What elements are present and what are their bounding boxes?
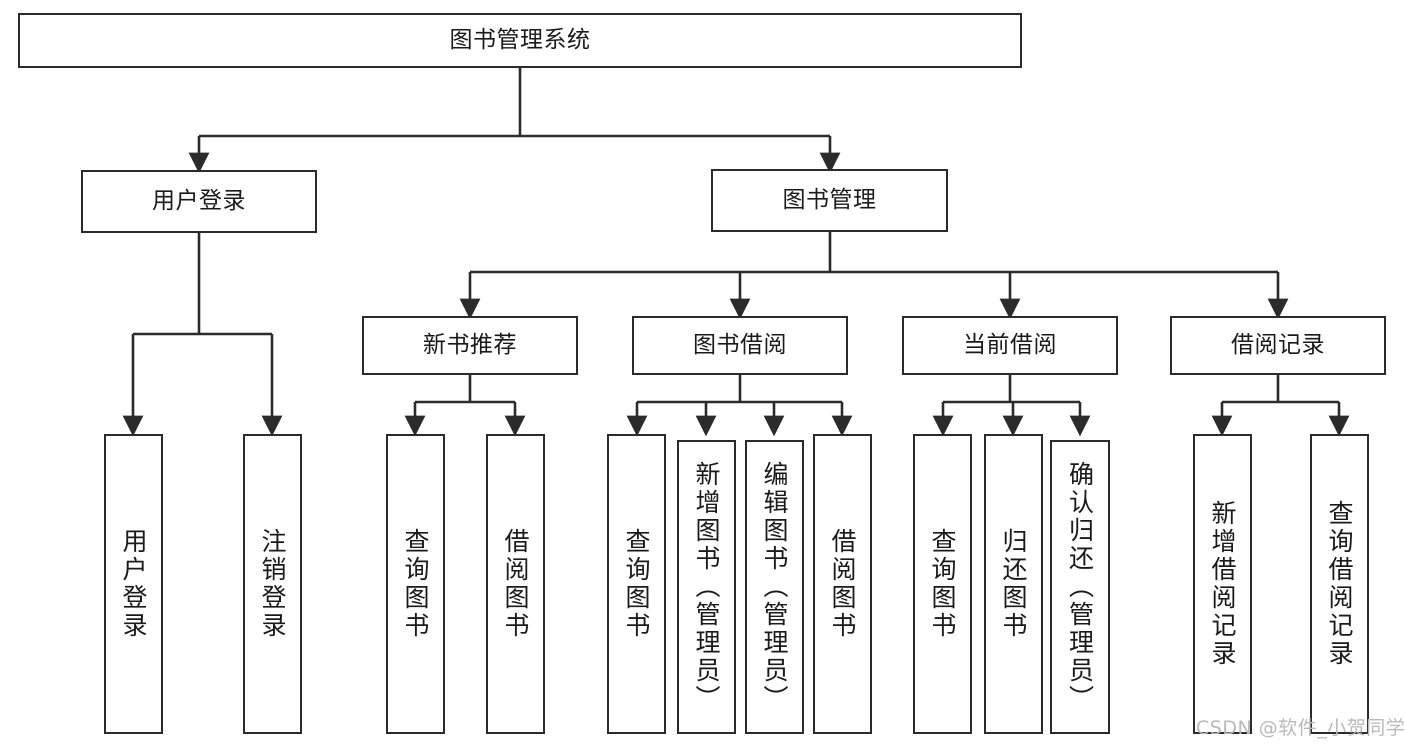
leaf-book-borrow-add-book-admin[interactable]: 新增图书（管理员） [677,440,736,734]
node-label: 查询图书 [622,528,651,640]
node-book-management[interactable]: 图书管理 [711,169,948,232]
node-label: 编辑图书（管理员） [760,461,789,713]
leaf-new-book-borrow-book[interactable]: 借阅图书 [486,434,545,734]
node-borrow-record[interactable]: 借阅记录 [1170,316,1386,375]
leaf-new-book-query-book[interactable]: 查询图书 [386,434,445,734]
csdn-watermark: CSDN @软件_小贺同学 [1196,713,1405,740]
watermark-text: CSDN @软件_小贺同学 [1196,717,1405,739]
node-label: 当前借阅 [963,332,1057,359]
leaf-current-borrow-return-book[interactable]: 归还图书 [984,434,1043,734]
node-label: 借阅记录 [1231,332,1325,359]
node-label: 归还图书 [999,528,1028,640]
node-book-borrow[interactable]: 图书借阅 [632,316,848,375]
node-label: 用户登录 [152,188,246,215]
node-user-login[interactable]: 用户登录 [81,170,317,233]
leaf-current-borrow-query-book[interactable]: 查询图书 [913,434,972,734]
node-label: 查询借阅记录 [1325,500,1354,668]
leaf-book-borrow-borrow-book[interactable]: 借阅图书 [813,434,872,734]
node-label: 用户登录 [119,528,148,640]
leaf-borrow-record-add-record[interactable]: 新增借阅记录 [1193,434,1252,734]
node-label: 确认归还（管理员） [1065,461,1095,713]
node-new-book-recommend[interactable]: 新书推荐 [362,316,578,375]
leaf-current-borrow-confirm-return-admin[interactable]: 确认归还（管理员） [1050,440,1110,734]
node-label: 借阅图书 [828,528,857,640]
node-label: 查询图书 [401,528,430,640]
leaf-book-borrow-edit-book-admin[interactable]: 编辑图书（管理员） [745,440,804,734]
node-label: 新书推荐 [423,332,517,359]
leaf-book-borrow-query-book[interactable]: 查询图书 [607,434,666,734]
node-label: 图书借阅 [693,332,787,359]
node-label: 新增借阅记录 [1208,500,1237,668]
node-current-borrow[interactable]: 当前借阅 [902,316,1118,375]
node-label: 注销登录 [258,528,287,640]
node-label: 查询图书 [928,528,957,640]
leaf-borrow-record-query-record[interactable]: 查询借阅记录 [1310,434,1369,734]
node-label: 图书管理 [782,187,877,214]
node-label: 借阅图书 [501,528,530,640]
leaf-user-login-logout[interactable]: 注销登录 [243,434,302,734]
node-label: 新增图书（管理员） [692,461,721,713]
leaf-user-login-login[interactable]: 用户登录 [104,434,163,734]
node-label: 图书管理系统 [449,27,591,54]
node-root-book-management-system[interactable]: 图书管理系统 [18,13,1022,68]
